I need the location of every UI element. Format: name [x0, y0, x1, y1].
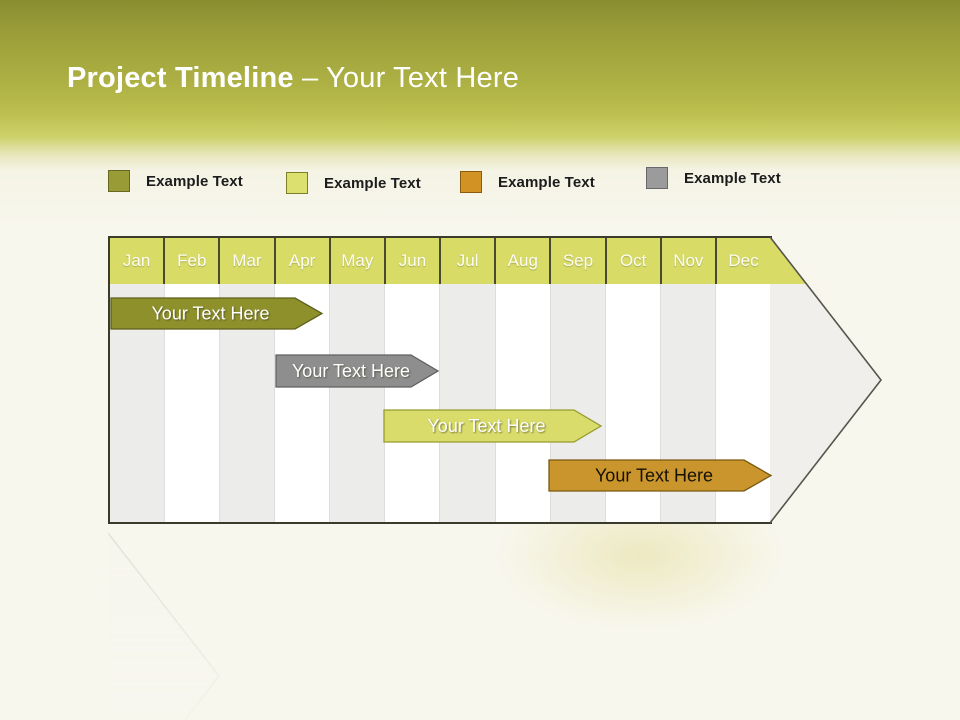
- legend-item: Example Text: [646, 166, 781, 190]
- legend-swatch-gray: [646, 167, 668, 189]
- month-column: [329, 284, 385, 522]
- timeline-reflection: Jan Feb Mar Apr May Jun Jul Aug Sep Oct …: [107, 525, 223, 720]
- month-cell: Jun: [383, 238, 440, 284]
- title-bold-text: Project Timeline: [67, 62, 294, 94]
- title-light-text: – Your Text Here: [301, 62, 520, 94]
- legend-swatch-orange: [460, 171, 482, 193]
- timeline-bar-shape: [548, 459, 773, 492]
- legend-label: Example Text: [684, 169, 781, 187]
- legend-swatch-olive: [108, 170, 130, 192]
- month-cell: Jul: [439, 238, 495, 284]
- timeline-bar: Your Text Here: [110, 297, 324, 330]
- month-cell: Jan: [110, 238, 164, 284]
- legend-label: Example Text: [324, 174, 421, 192]
- month-column: [439, 284, 495, 522]
- month-cell: Mar: [218, 238, 274, 284]
- timeline-bar-shape: [383, 409, 603, 443]
- month-column: [494, 284, 550, 522]
- month-cell: May: [328, 238, 384, 284]
- big-arrow-head: [107, 532, 221, 720]
- big-arrow-head: [769, 236, 883, 524]
- month-cell: Nov: [659, 238, 715, 284]
- timeline-bar-shape: [110, 297, 324, 330]
- month-column: [384, 284, 440, 522]
- month-header-row: Jan Feb Mar Apr May Jun Jul Aug Sep Oct …: [110, 238, 771, 284]
- legend-item: Example Text: [108, 169, 243, 193]
- legend-label: Example Text: [498, 173, 595, 191]
- page-title: Project Timeline – Your Text Here: [67, 62, 519, 95]
- timeline-chart: Jan Feb Mar Apr May Jun Jul Aug Sep Oct …: [108, 236, 898, 524]
- legend-label: Example Text: [146, 172, 243, 190]
- timeline-bar-label: Your Text Here: [292, 361, 410, 381]
- legend-item: Example Text: [286, 171, 421, 195]
- month-cell: Feb: [163, 238, 219, 284]
- month-cell: Aug: [494, 238, 550, 284]
- legend-item: Example Text: [460, 170, 595, 194]
- timeline-bar: Your Text Here: [275, 354, 440, 388]
- month-cell: Apr: [273, 238, 329, 284]
- timeline-bar-shape: [275, 354, 440, 388]
- month-cell: Sep: [549, 238, 605, 284]
- timeline-bar: Your Text Here: [548, 459, 773, 492]
- legend-swatch-yellowgreen: [286, 172, 308, 194]
- timeline-bar-label: Your Text Here: [151, 304, 269, 324]
- month-cell: Dec: [714, 238, 771, 284]
- timeline-bar: Your Text Here: [383, 409, 603, 443]
- timeline-bar-label: Your Text Here: [427, 416, 545, 436]
- timeline-bar-label: Your Text Here: [595, 466, 713, 486]
- month-cell: Oct: [604, 238, 660, 284]
